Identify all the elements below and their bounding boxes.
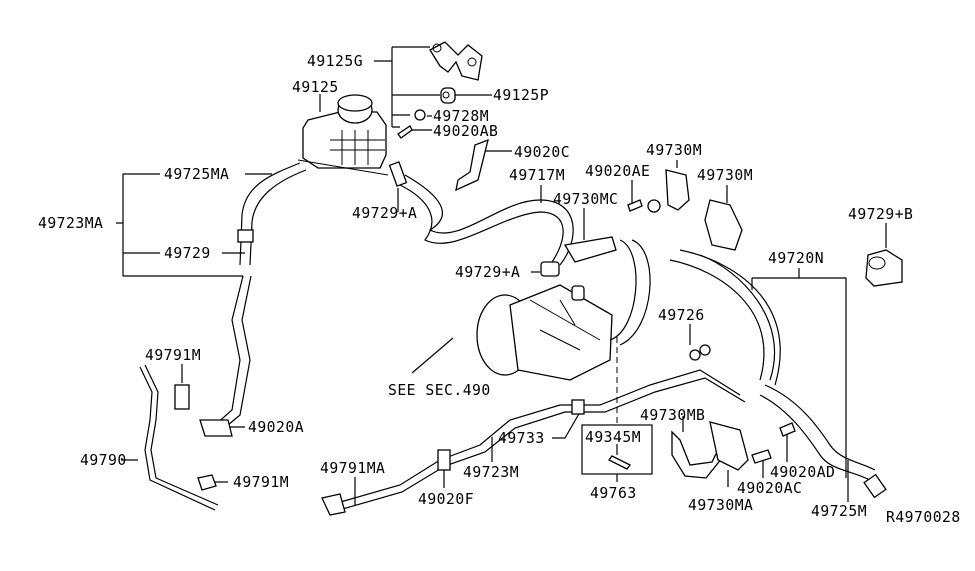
label-49729: 49729: [164, 244, 211, 262]
label-49728m: 49728M: [433, 107, 490, 125]
label-49726: 49726: [658, 306, 705, 324]
bracket-49125g: [429, 41, 483, 81]
label-49725ma: 49725MA: [164, 165, 230, 183]
label-49730mc: 49730MC: [553, 190, 619, 208]
power-steering-pump: [476, 284, 613, 381]
label-49791m-lower: 49791M: [233, 473, 290, 491]
label-49723m: 49723M: [463, 463, 520, 481]
label-49020ad: 49020AD: [770, 463, 836, 481]
label-49020a: 49020A: [248, 418, 305, 436]
label-49730mb: 49730MB: [640, 406, 706, 424]
reference-code: R4970028: [886, 508, 961, 526]
clamp-49791m: [174, 384, 190, 410]
label-49345m: 49345M: [585, 428, 642, 446]
label-49733: 49733: [498, 429, 545, 447]
label-49763: 49763: [590, 484, 637, 502]
label-49125g: 49125G: [307, 52, 364, 70]
label-49125: 49125: [292, 78, 339, 96]
nut-49726: [689, 349, 701, 361]
label-49729b: 49729+B: [848, 205, 914, 223]
label-49020c: 49020C: [514, 143, 571, 161]
label-49790: 49790: [80, 451, 127, 469]
label-49730m-a: 49730M: [646, 141, 703, 159]
clamp-49733: [571, 399, 585, 415]
label-49725m: 49725M: [811, 502, 868, 520]
reservoir-49125: [297, 94, 389, 176]
clamp-49020f: [437, 449, 451, 471]
label-49730m-b: 49730M: [697, 166, 754, 184]
label-49730ma: 49730MA: [688, 496, 754, 514]
label-49125p: 49125P: [493, 86, 550, 104]
label-49791ma: 49791MA: [320, 459, 386, 477]
label-49791m-upper: 49791M: [145, 346, 202, 364]
part-drawings: [139, 41, 903, 516]
label-49020ae: 49020AE: [585, 162, 651, 180]
label-49020ac: 49020AC: [737, 479, 803, 497]
grommet-49125p: [440, 87, 456, 104]
label-49720n: 49720N: [768, 249, 825, 267]
label-49020f: 49020F: [418, 490, 475, 508]
see-section-note: SEE SEC.490: [388, 381, 491, 399]
label-49717m: 49717M: [509, 166, 566, 184]
label-49723ma: 49723MA: [38, 214, 104, 232]
label-49020ab: 49020AB: [433, 122, 499, 140]
label-49729a-upper: 49729+A: [352, 204, 418, 222]
label-49729a-lower: 49729+A: [455, 263, 521, 281]
